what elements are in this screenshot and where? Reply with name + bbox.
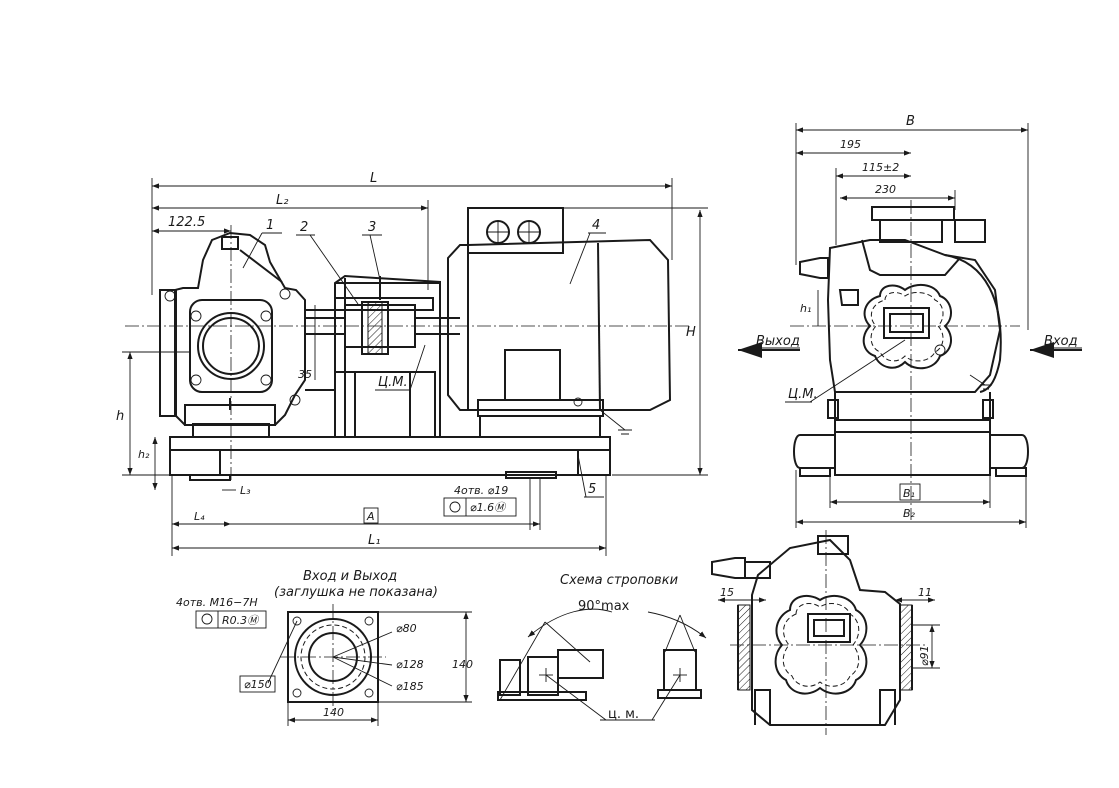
dim-A: A [366,510,375,523]
part-callouts: 1 2 3 4 5 Ц.М. [242,218,606,498]
dim-h2: h₂ [138,448,150,461]
sling-scheme: Схема строповки 90°max ц. м. [497,573,707,722]
outlet-label: Выход [756,334,800,349]
dim-11: 11 [918,586,932,599]
dim-d128: ⌀128 [396,658,424,671]
callout-3: 3 [368,220,376,235]
callout-cm-front: Ц.М. [378,375,408,390]
dim-L4: L₄ [194,510,205,523]
dim-holes-m16: 4отв. M16−7H [176,596,258,609]
dim-B2: B₂ [903,507,916,520]
coupling [305,274,460,438]
dim-L3: L₃ [240,484,251,497]
front-dimensions: L L₂ 122.5 H h h₂ 35 L₃ L₄ A [116,171,708,556]
dim-d185: ⌀185 [396,680,424,693]
callout-5: 5 [588,482,596,497]
sling-cm: ц. м. [608,707,639,722]
inlet-label: Вход [1044,334,1078,349]
dim-B: B [906,114,915,129]
sling-title: Схема строповки [560,573,678,588]
callout-2: 2 [300,220,308,235]
base-frame [169,436,611,481]
dim-L1: L₁ [368,533,380,548]
flange-title: Вход и Выход [303,569,397,584]
dim-d91: ⌀91 [918,645,931,666]
dim-holes19: 4отв. ⌀19 [454,484,508,497]
callout-1: 1 [266,218,274,233]
dim-122-5: 122.5 [168,215,205,230]
section-view: 15 11 ⌀91 [711,530,940,735]
front-view: L L₂ 122.5 H h h₂ 35 L₃ L₄ A [116,171,708,556]
tol-0-3: R0.3Ⓜ [222,614,260,627]
sling-angle: 90°max [578,599,630,614]
dim-H: H [686,325,696,340]
tol-1-6: ⌀1.6Ⓜ [470,501,507,514]
dim-h1: h₁ [800,302,811,315]
side-view: B 195 115±2 230 h₁ B₁ B₂ Выход Вход Ц.М. [738,114,1082,528]
dim-195: 195 [840,138,861,151]
dim-140-h: 140 [323,706,344,719]
dim-15: 15 [720,586,734,599]
flange-note: (заглушка не показана) [274,585,438,600]
dim-B1: B₁ [903,487,915,500]
dim-d150: ⌀150 [244,678,272,691]
dim-230: 230 [875,183,896,196]
dim-140-v: 140 [452,658,473,671]
dim-d80: ⌀80 [396,622,417,635]
flange-detail: Вход и Выход (заглушка не показана) 4отв… [176,569,473,726]
dim-115: 115±2 [862,161,899,174]
dim-L2: L₂ [276,193,288,208]
motor [447,207,672,438]
callout-cm-side: Ц.М. [788,387,818,402]
callout-4: 4 [592,218,600,233]
dim-L: L [370,171,377,186]
dim-35: 35 [298,368,312,381]
dim-h: h [116,409,124,424]
